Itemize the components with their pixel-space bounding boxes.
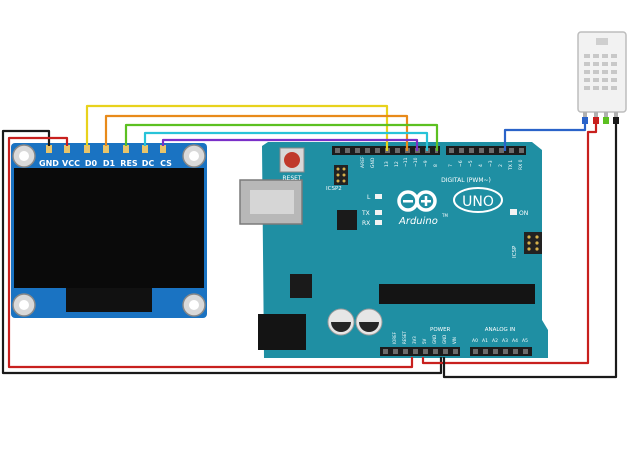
wire-oled-dc	[143, 131, 429, 151]
analog-label: ANALOG IN	[485, 327, 516, 333]
arduino-uno-board: RESET ICSP2 L TX RX ON Arduino TM	[239, 142, 548, 358]
icsp2-label: ICSP2	[326, 186, 342, 192]
analog-pin-a2: A2	[492, 338, 498, 344]
oled-pin-gnd: GND	[39, 159, 59, 168]
wire-dht-vcc	[421, 122, 598, 365]
oled-pin-vcc: VCC	[62, 159, 80, 168]
digital-header	[332, 146, 526, 155]
analog-pin-a5: A5	[522, 338, 528, 344]
digital-pin-10: ~10	[413, 157, 419, 167]
dc-power-jack	[258, 314, 306, 350]
gnd-bottom-label: GND	[432, 335, 437, 344]
dht-sensor	[577, 31, 627, 124]
v33-label: 3V3	[412, 336, 417, 344]
regulator	[290, 274, 312, 298]
analog-pin-a4: A4	[512, 338, 518, 344]
icsp2-header	[334, 165, 348, 185]
led-rx	[375, 220, 382, 225]
digital-pin-9: ~9	[423, 160, 429, 167]
oled-pin-res: RES	[120, 159, 138, 168]
uno-badge	[453, 187, 503, 213]
icsp-label: ICSP	[512, 245, 518, 258]
digital-pin-12: 12	[394, 161, 400, 167]
oled-pin-header	[46, 145, 166, 153]
analog-pin-a1: A1	[482, 338, 488, 344]
led-tx-label: TX	[361, 210, 370, 217]
wire-oled-gnd	[1, 129, 443, 375]
digital-pin-7: 7	[448, 164, 454, 167]
tm-mark: TM	[441, 213, 448, 218]
digital-pin-2: 2	[498, 164, 504, 167]
power-header	[380, 347, 460, 356]
reset-pin-label: RESET	[402, 331, 407, 344]
led-on	[510, 209, 517, 215]
brand-label: Arduino	[398, 216, 438, 227]
led-rx-label: RX	[362, 220, 370, 227]
model-label: UNO	[462, 194, 494, 210]
wire-oled-vcc	[7, 136, 414, 369]
v5-label: 5V	[422, 338, 427, 344]
led-tx	[375, 210, 382, 215]
reset-label: RESET	[282, 175, 302, 182]
wire-oled-d0	[85, 104, 389, 151]
analog-pin-a3: A3	[502, 338, 508, 344]
microcontroller-chip	[379, 284, 535, 304]
usb-chip	[337, 210, 357, 230]
digital-pin-5: ~5	[468, 160, 474, 167]
wire-dht-data	[503, 122, 587, 151]
led-l	[375, 194, 382, 199]
wire-dht-gnd	[442, 122, 618, 379]
vin-label: VIN	[452, 337, 457, 344]
arduino-logo	[397, 190, 437, 212]
digital-pin-13: 13	[384, 161, 390, 167]
gnd-bottom-label-2: GND	[442, 335, 447, 344]
oled-ribbon	[66, 288, 152, 312]
oled-screen	[14, 168, 204, 288]
led-on-label: ON	[519, 210, 528, 217]
power-label: POWER	[430, 327, 451, 333]
wire-oled-res	[124, 123, 439, 151]
oled-pin-d0: D0	[85, 159, 98, 168]
oled-pin-d1: D1	[103, 159, 116, 168]
digital-pin-8: 8	[433, 164, 439, 167]
oled-module: GND VCC D0 D1 RES DC CS	[11, 143, 207, 318]
led-l-label: L	[367, 194, 371, 201]
analog-header	[470, 347, 532, 356]
ioref-label: IOREF	[392, 331, 397, 344]
digital-pin-rx: RX 0	[518, 159, 524, 170]
digital-pin-tx: TX 1	[508, 160, 514, 171]
dht-grille	[584, 54, 617, 90]
oled-pin-cs: CS	[160, 159, 172, 168]
wires	[1, 104, 618, 379]
digital-pin-4: 4	[478, 164, 484, 167]
digital-pin-3: ~3	[488, 160, 494, 167]
aref-label: AREF	[360, 156, 366, 168]
digital-pin-6: ~6	[458, 160, 464, 167]
icsp-header	[524, 232, 542, 254]
wire-oled-cs	[161, 138, 419, 151]
analog-pin-a0: A0	[472, 338, 478, 344]
digital-label: DIGITAL (PWM~)	[441, 177, 491, 184]
digital-pin-11: ~11	[403, 157, 409, 167]
gnd-top-label: GND	[370, 157, 376, 168]
oled-pin-dc: DC	[142, 159, 155, 168]
